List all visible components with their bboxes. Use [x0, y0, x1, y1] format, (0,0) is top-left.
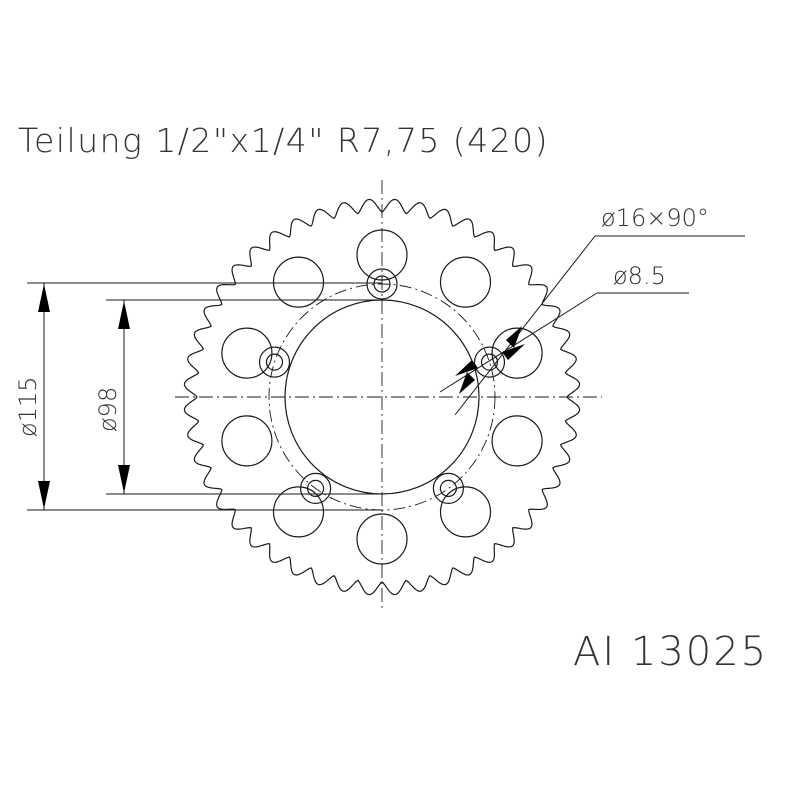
- arrow-down-icon: [38, 481, 50, 509]
- lightening-hole: [272, 256, 325, 308]
- arrow-icon: [455, 360, 478, 376]
- bolt-hole: [307, 479, 325, 497]
- bolt-hole-countersink: [432, 472, 464, 504]
- arrow-up-icon: [38, 284, 50, 312]
- lightening-hole: [439, 486, 492, 538]
- drawing-title: Teilung 1/2"x1/4" R7,75 (420): [18, 121, 549, 160]
- part-number: AI 13025: [573, 629, 768, 675]
- lightening-hole: [491, 327, 543, 379]
- bolt-hole: [439, 479, 457, 497]
- bolt-hole-countersink: [258, 346, 291, 378]
- arrow-down-icon: [118, 465, 130, 493]
- arrow-icon: [502, 344, 525, 360]
- dim-label-115: ø115: [14, 377, 42, 438]
- arrow-icon: [459, 372, 475, 394]
- lightening-hole: [272, 486, 325, 538]
- dim-label-98: ø98: [94, 387, 122, 432]
- leader-bolt-hole: ø8.5: [439, 262, 689, 393]
- bolt-holes: [258, 268, 506, 504]
- lightening-hole: [221, 327, 273, 379]
- lightening-hole: [491, 415, 543, 467]
- bolt-hole-countersink: [473, 346, 506, 378]
- bolt-hole: [265, 353, 284, 371]
- arrow-up-icon: [118, 301, 130, 329]
- lightening-hole: [439, 256, 492, 308]
- callout-countersink: ø16×90°: [601, 204, 709, 232]
- dimension-115: ø115: [14, 282, 382, 511]
- bolt-hole-countersink: [300, 472, 332, 504]
- lightening-hole: [221, 415, 273, 467]
- leader-countersink: ø16×90°: [454, 204, 745, 416]
- bolt-hole-countersink: [366, 268, 398, 300]
- callout-bolt-hole: ø8.5: [613, 262, 666, 290]
- bolt-hole: [480, 353, 499, 371]
- dimension-98: ø98: [94, 299, 382, 495]
- arrow-icon: [506, 326, 522, 348]
